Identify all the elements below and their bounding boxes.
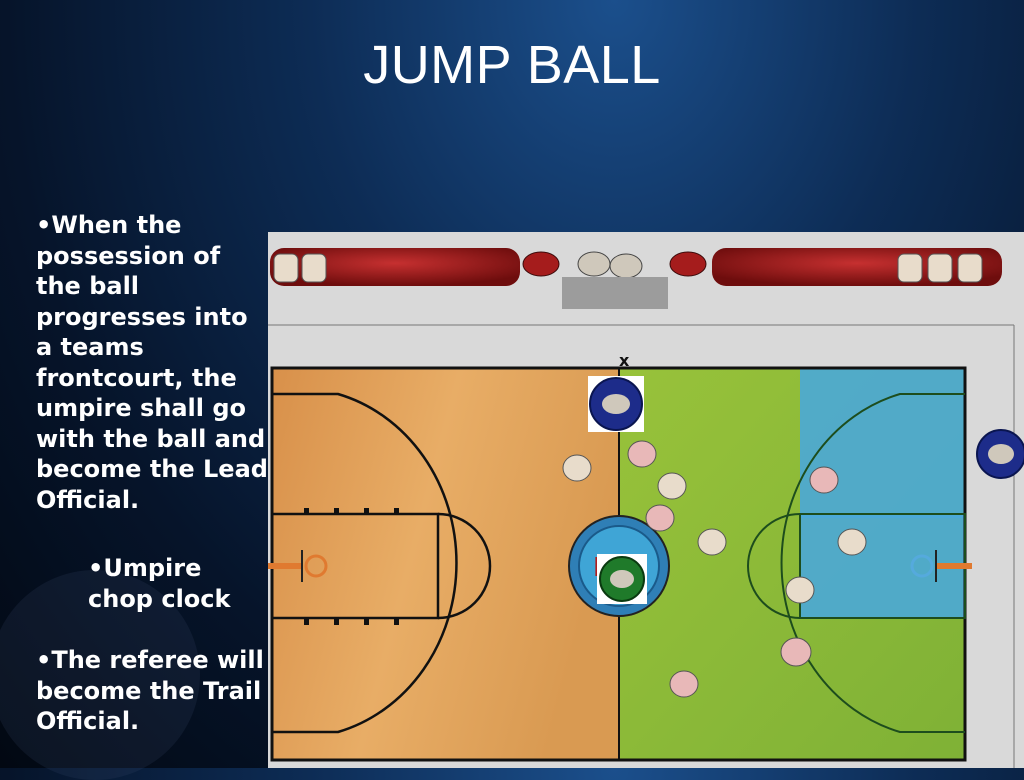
bullet-trail-official: •The referee will become the Trail Offic…	[36, 646, 264, 735]
bullet-lead-official: •When the possession of the ball progres…	[36, 211, 268, 514]
background-ball-shape	[0, 570, 200, 780]
bullet-chop-clock: •Umpire chop clock	[88, 554, 231, 613]
player-icon	[562, 440, 867, 698]
official-icon	[597, 554, 647, 604]
table-marker: x	[619, 351, 630, 370]
seat-icon	[522, 251, 707, 277]
left-lane-ticks	[304, 508, 399, 625]
player-icon	[273, 253, 983, 283]
backcourt-wood	[272, 368, 619, 760]
slide-title: JUMP BALL	[363, 35, 661, 95]
bullet-list: •When the possession of the ball progres…	[36, 210, 268, 737]
basket-icon	[268, 550, 328, 582]
court-svg: x LA	[268, 248, 1024, 768]
official-icon	[976, 429, 1024, 479]
official-icon	[588, 376, 644, 432]
official-icon	[577, 251, 643, 279]
court-diagram: x LA	[268, 232, 1024, 768]
basket-icon	[910, 550, 972, 582]
scorer-table	[562, 277, 668, 309]
bench-row	[270, 248, 1002, 309]
